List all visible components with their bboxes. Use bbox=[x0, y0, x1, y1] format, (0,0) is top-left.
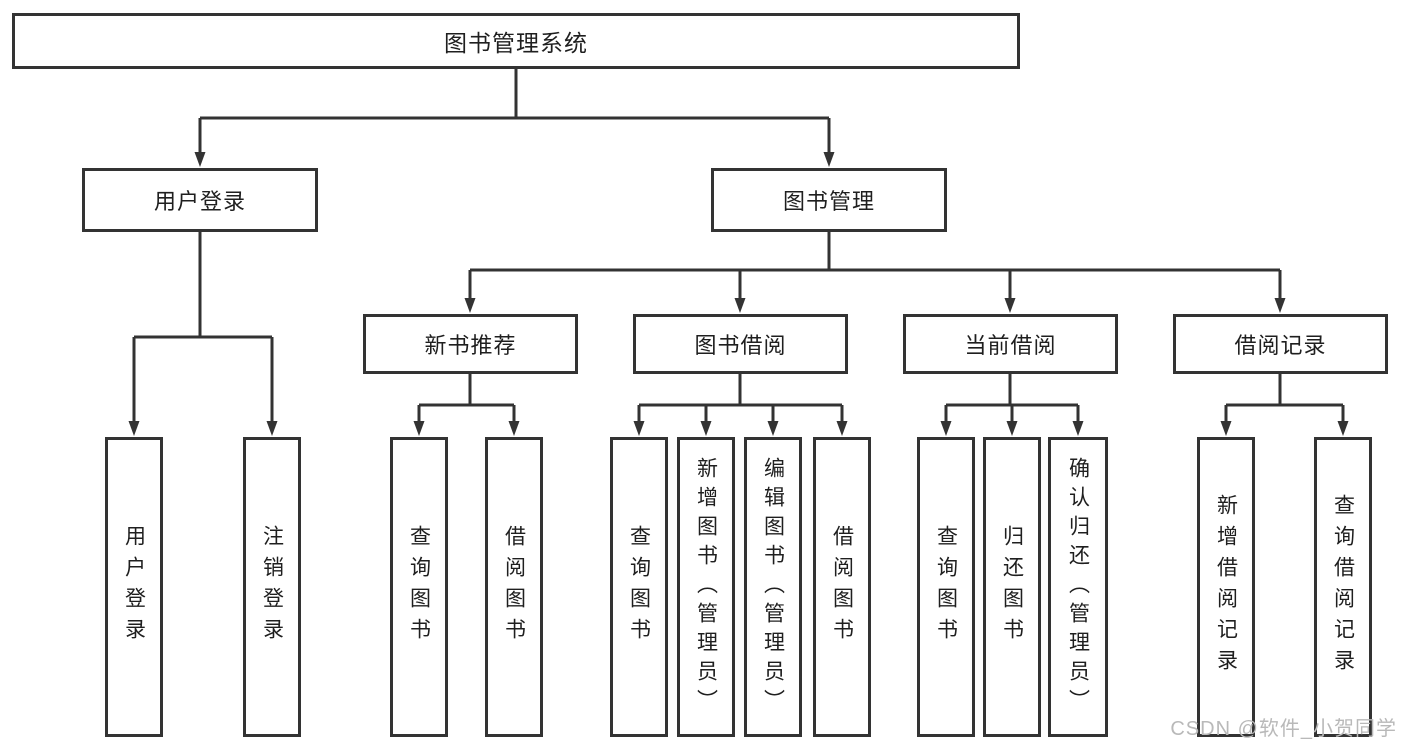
leaf-query-books-borrow-label: 查询图书 bbox=[627, 525, 651, 649]
node-borrow-records-label: 借阅记录 bbox=[1234, 333, 1327, 358]
leaf-return-books-label: 归还图书 bbox=[1000, 525, 1024, 649]
leaf-query-books-current-label: 查询图书 bbox=[934, 525, 958, 649]
node-borrow-records: 借阅记录 bbox=[1173, 314, 1388, 374]
node-book-management: 图书管理 bbox=[711, 168, 947, 232]
leaf-borrow-books-recommend: 借阅图书 bbox=[485, 437, 543, 737]
node-user-login: 用户登录 bbox=[82, 168, 318, 232]
leaf-borrow-books-label: 借阅图书 bbox=[830, 525, 854, 649]
leaf-logout: 注销登录 bbox=[243, 437, 301, 737]
leaf-add-borrow-record-label: 新增借阅记录 bbox=[1214, 494, 1238, 680]
leaf-add-books-admin: 新增图书（管理员） bbox=[677, 437, 735, 737]
leaf-confirm-return-admin: 确认归还（管理员） bbox=[1048, 437, 1108, 737]
leaf-logout-label: 注销登录 bbox=[260, 525, 284, 649]
node-new-book-recommend: 新书推荐 bbox=[363, 314, 578, 374]
leaf-user-login-label: 用户登录 bbox=[122, 525, 146, 649]
node-user-login-label: 用户登录 bbox=[153, 189, 246, 214]
leaf-user-login: 用户登录 bbox=[105, 437, 163, 737]
leaf-add-books-admin-label: 新增图书（管理员） bbox=[694, 456, 718, 718]
node-book-borrow-label: 图书借阅 bbox=[694, 333, 787, 358]
leaf-query-books-recommend-label: 查询图书 bbox=[407, 525, 431, 649]
node-new-book-recommend-label: 新书推荐 bbox=[424, 333, 517, 358]
node-book-management-label: 图书管理 bbox=[782, 189, 875, 214]
node-current-borrow: 当前借阅 bbox=[903, 314, 1118, 374]
leaf-borrow-books-recommend-label: 借阅图书 bbox=[502, 525, 526, 649]
leaf-query-borrow-record: 查询借阅记录 bbox=[1314, 437, 1372, 737]
leaf-add-borrow-record: 新增借阅记录 bbox=[1197, 437, 1255, 737]
leaf-query-books-recommend: 查询图书 bbox=[390, 437, 448, 737]
leaf-edit-books-admin-label: 编辑图书（管理员） bbox=[761, 456, 785, 718]
leaf-edit-books-admin: 编辑图书（管理员） bbox=[744, 437, 802, 737]
leaf-borrow-books: 借阅图书 bbox=[813, 437, 871, 737]
leaf-query-borrow-record-label: 查询借阅记录 bbox=[1331, 494, 1355, 680]
node-current-borrow-label: 当前借阅 bbox=[964, 333, 1057, 358]
leaf-query-books-borrow: 查询图书 bbox=[610, 437, 668, 737]
node-book-borrow: 图书借阅 bbox=[633, 314, 848, 374]
node-root: 图书管理系统 bbox=[12, 13, 1020, 69]
node-root-label: 图书管理系统 bbox=[444, 30, 588, 56]
leaf-return-books: 归还图书 bbox=[983, 437, 1041, 737]
leaf-query-books-current: 查询图书 bbox=[917, 437, 975, 737]
leaf-confirm-return-admin-label: 确认归还（管理员） bbox=[1066, 456, 1090, 718]
csdn-watermark: CSDN @软件_小贺同学 bbox=[1170, 718, 1397, 740]
